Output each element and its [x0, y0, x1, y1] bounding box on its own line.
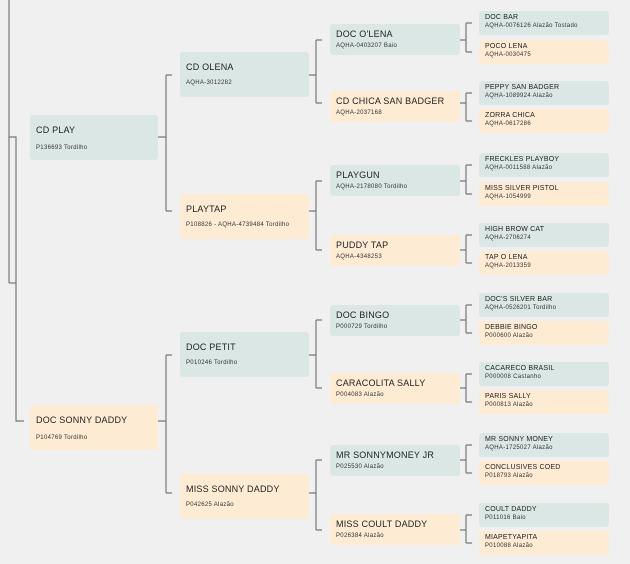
ancestor-card[interactable]: CACARECO BRASIL P000008 Castanho — [479, 362, 609, 386]
ancestor-card[interactable]: MR SONNY MONEY AQHA-1725027 Alazão — [479, 433, 609, 457]
horse-registration: P010246 Tordilho — [186, 360, 238, 366]
ancestor-card[interactable]: COULT DADDY P011016 Baio — [479, 503, 609, 527]
maternal-granddam-card[interactable]: MISS SONNY DADDY P042625 Alazão — [180, 474, 309, 519]
horse-name: PLAYGUN — [336, 170, 380, 180]
horse-registration: P000600 Alazão — [485, 333, 533, 339]
ancestor-card[interactable]: PARIS SALLY P000813 Alazão — [479, 390, 609, 414]
horse-name: MISS SILVER PISTOL — [485, 185, 559, 192]
horse-name: PUDDY TAP — [336, 240, 389, 250]
horse-registration: P104769 Tordilho — [36, 435, 88, 441]
horse-registration: AQHA-3012282 — [186, 80, 232, 86]
horse-registration: P026384 Alazão — [336, 533, 384, 539]
horse-name: PEPPY SAN BADGER — [485, 84, 560, 91]
ancestor-card[interactable]: MIAPETYAPITA P010088 Alazão — [479, 531, 609, 555]
paternal-grandsire-card[interactable]: CD OLENA AQHA-3012282 — [180, 52, 309, 97]
horse-registration: AQHA-2037168 — [336, 110, 382, 116]
horse-registration: AQHA-1725027 Alazão — [485, 445, 553, 451]
horse-registration: P000729 Tordilho — [336, 324, 388, 330]
maternal-grandsire-card[interactable]: DOC PETIT P010246 Tordilho — [180, 332, 309, 377]
horse-name: TAP O LENA — [485, 254, 528, 261]
great-grandparent-card[interactable]: PLAYGUN AQHA-2178080 Tordilho — [330, 165, 460, 196]
horse-name: DOC SONNY DADDY — [36, 415, 128, 425]
horse-registration: P010088 Alazão — [485, 543, 533, 549]
ancestor-card[interactable]: POCO LENA AQHA-0030475 — [479, 40, 609, 64]
horse-registration: P108826 - AQHA-4739484 Tordilho — [186, 222, 290, 228]
horse-name: DOC O'LENA — [336, 29, 393, 39]
horse-name: PARIS SALLY — [485, 393, 531, 400]
ancestor-card[interactable]: PEPPY SAN BADGER AQHA-1089924 Alazão — [479, 81, 609, 105]
horse-registration: AQHA-1054999 — [485, 194, 531, 200]
horse-name: DOC PETIT — [186, 342, 236, 352]
great-grandparent-card[interactable]: MISS COULT DADDY P026384 Alazão — [330, 514, 460, 545]
horse-registration: AQHA-1089924 Alazão — [485, 93, 553, 99]
ancestor-card[interactable]: DEBBIE BINGO P000600 Alazão — [479, 321, 609, 345]
horse-name: CD PLAY — [36, 125, 76, 135]
horse-registration: P018793 Alazão — [485, 473, 533, 479]
horse-name: COULT DADDY — [485, 506, 537, 513]
horse-registration: AQHA-0011588 Alazão — [485, 165, 553, 171]
horse-registration: AQHA-0030475 — [485, 52, 531, 58]
horse-name: MR SONNYMONEY JR — [336, 450, 435, 460]
horse-name: MIAPETYAPITA — [485, 534, 538, 541]
ancestor-card[interactable]: TAP O LENA AQHA-2013359 — [479, 251, 609, 275]
ancestor-card[interactable]: CONCLUSIVES COED P018793 Alazão — [479, 461, 609, 485]
dam-card[interactable]: DOC SONNY DADDY P104769 Tordilho — [30, 405, 158, 450]
horse-registration: P025530 Alazão — [336, 464, 384, 470]
horse-name: DOC'S SILVER BAR — [485, 296, 553, 303]
horse-name: CD CHICA SAN BADGER — [336, 96, 445, 106]
horse-name: MISS SONNY DADDY — [186, 484, 280, 494]
horse-name: HIGH BROW CAT — [485, 226, 545, 233]
horse-registration: AQHA-4348253 — [336, 254, 382, 260]
horse-registration: AQHA-2013359 — [485, 263, 531, 269]
horse-name: ZORRA CHICA — [485, 112, 536, 119]
great-grandparent-card[interactable]: CD CHICA SAN BADGER AQHA-2037168 — [330, 91, 460, 122]
ancestor-card[interactable]: HIGH BROW CAT AQHA-2706274 — [479, 223, 609, 247]
horse-name: POCO LENA — [485, 43, 528, 50]
horse-name: DOC BINGO — [336, 310, 390, 320]
great-grandparent-card[interactable]: MR SONNYMONEY JR P025530 Alazão — [330, 445, 460, 476]
horse-name: DEBBIE BINGO — [485, 324, 538, 331]
paternal-granddam-card[interactable]: PLAYTAP P108826 - AQHA-4739484 Tordilho — [180, 194, 309, 239]
horse-registration: AQHA-0403207 Baio — [336, 43, 398, 49]
horse-registration: AQHA-0526201 Tordilho — [485, 305, 557, 311]
horse-name: PLAYTAP — [186, 204, 227, 214]
ancestor-card[interactable]: MISS SILVER PISTOL AQHA-1054999 — [479, 182, 609, 206]
horse-name: MR SONNY MONEY — [485, 436, 554, 443]
horse-registration: P136693 Tordilho — [36, 145, 88, 151]
great-grandparent-card[interactable]: DOC O'LENA AQHA-0403207 Baio — [330, 24, 460, 55]
horse-name: CD OLENA — [186, 62, 234, 72]
horse-registration: AQHA-0076126 Alazão Tostado — [485, 23, 578, 29]
horse-name: MISS COULT DADDY — [336, 519, 428, 529]
horse-name: CARACOLITA SALLY — [336, 378, 426, 388]
horse-registration: AQHA-2706274 — [485, 235, 531, 241]
ancestor-card[interactable]: ZORRA CHICA AQHA-0617286 — [479, 109, 609, 133]
ancestor-card[interactable]: DOC BAR AQHA-0076126 Alazão Tostado — [479, 11, 609, 35]
horse-registration: P004083 Alazão — [336, 392, 384, 398]
horse-registration: P000813 Alazão — [485, 402, 533, 408]
great-grandparent-card[interactable]: CARACOLITA SALLY P004083 Alazão — [330, 373, 460, 404]
horse-name: CONCLUSIVES COED — [485, 464, 561, 471]
ancestor-card[interactable]: FRECKLES PLAYBOY AQHA-0011588 Alazão — [479, 153, 609, 177]
horse-registration: P011016 Baio — [485, 515, 526, 521]
horse-registration: P000008 Castanho — [485, 374, 542, 380]
great-grandparent-card[interactable]: PUDDY TAP AQHA-4348253 — [330, 235, 460, 266]
horse-registration: AQHA-0617286 — [485, 121, 531, 127]
horse-registration: P042625 Alazão — [186, 502, 234, 508]
great-grandparent-card[interactable]: DOC BINGO P000729 Tordilho — [330, 305, 460, 336]
horse-name: FRECKLES PLAYBOY — [485, 156, 560, 163]
ancestor-card[interactable]: DOC'S SILVER BAR AQHA-0526201 Tordilho — [479, 293, 609, 317]
horse-name: DOC BAR — [485, 14, 519, 21]
horse-registration: AQHA-2178080 Tordilho — [336, 184, 408, 190]
sire-card[interactable]: CD PLAY P136693 Tordilho — [30, 115, 158, 160]
horse-name: CACARECO BRASIL — [485, 365, 555, 372]
